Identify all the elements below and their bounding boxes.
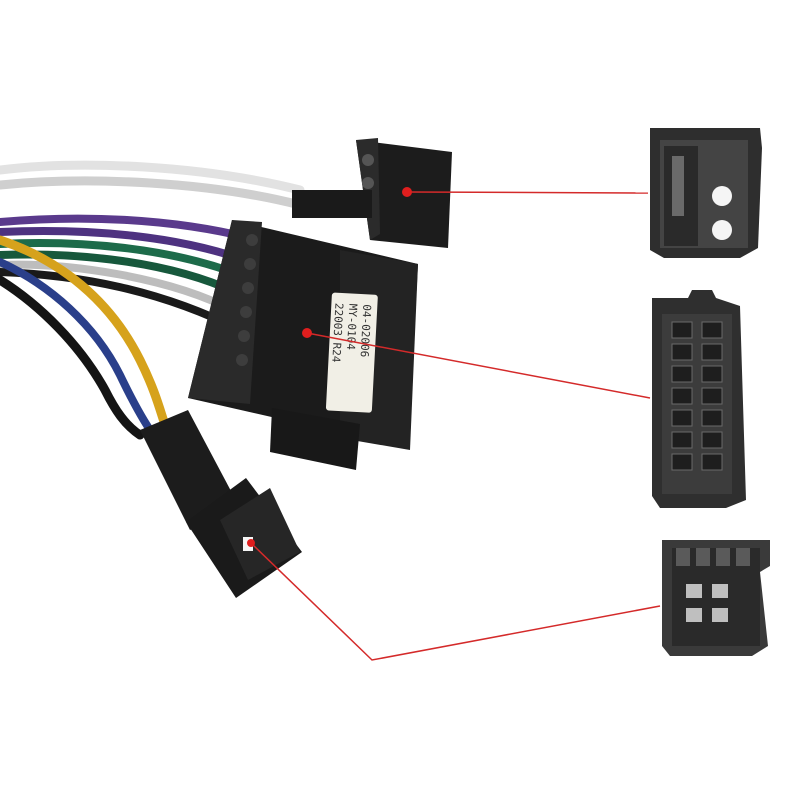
- connector-small-face: [220, 488, 300, 580]
- callout-line-3: [250, 542, 661, 661]
- callout-dots: [247, 187, 412, 547]
- label-line-1: 04-02006: [358, 304, 374, 358]
- connector-2pin-clip: [292, 190, 372, 218]
- connector-main: 04-02006 MY-0104 22003 R24: [188, 220, 418, 470]
- callout-line-2: [306, 332, 651, 399]
- wire-purple-1: [0, 214, 254, 242]
- callouts: [250, 191, 661, 661]
- detail-view-2pin: [650, 128, 762, 258]
- detail-2pin-latch: [672, 156, 684, 216]
- connector-2pin-hole-2: [362, 177, 374, 189]
- callout-line-1: [406, 191, 649, 194]
- callout-dot-3: [247, 539, 255, 547]
- connector-label: 04-02006 MY-0104 22003 R24: [325, 292, 378, 413]
- wire-blue: [0, 258, 154, 434]
- wire-black-2: [0, 275, 145, 440]
- connector-2pin: [292, 138, 452, 248]
- wire-grey-1: [0, 260, 236, 314]
- wire-white-1: [0, 160, 305, 195]
- callout-dot-1: [402, 187, 412, 197]
- wire-purple-2: [0, 227, 254, 266]
- detail-small-teeth: [676, 548, 750, 566]
- label-line-2: MY-0104: [344, 303, 359, 350]
- wire-white-2: [0, 176, 305, 210]
- detail-2pin-hole-2: [712, 220, 732, 240]
- wire-bundle: [0, 160, 305, 440]
- connector-main-tab: [270, 408, 360, 470]
- detail-small-contacts: [686, 584, 728, 622]
- connector-2pin-hole-1: [362, 154, 374, 166]
- label-line-3: 22003 R24: [329, 303, 345, 364]
- wire-yellow: [0, 235, 170, 430]
- detail-view-main: [652, 290, 746, 508]
- wire-green-1: [0, 239, 244, 279]
- detail-2pin-hole-1: [712, 186, 732, 206]
- connector-small-boot: [140, 410, 240, 530]
- callout-dot-2: [302, 328, 312, 338]
- connector-label-bg: [325, 292, 378, 413]
- connector-main-pins: [236, 234, 258, 366]
- detail-view-small: [662, 540, 770, 656]
- connector-small: [140, 410, 302, 598]
- detail-main-pins: [671, 321, 723, 471]
